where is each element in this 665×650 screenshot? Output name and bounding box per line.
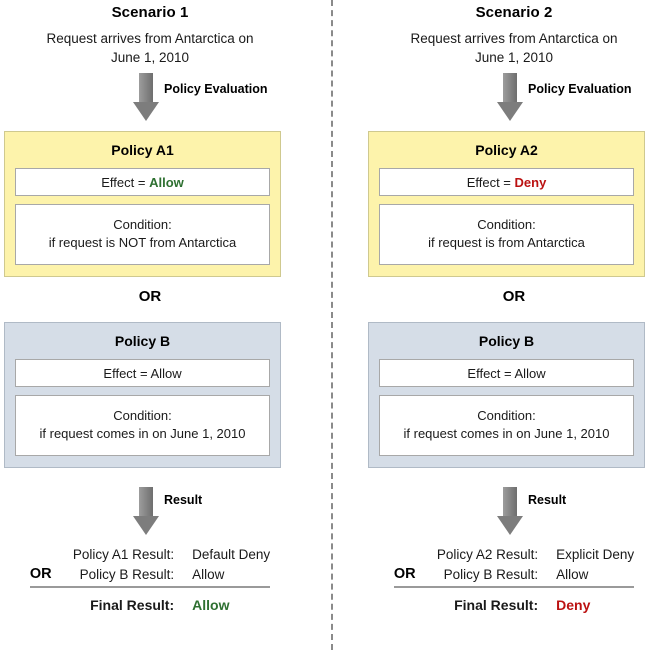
rule-cell-3 (192, 584, 271, 588)
policy-b-effect-prefix: Effect = (103, 366, 151, 381)
or-connector-label: OR (138, 288, 162, 305)
policy-a-condition-line-1: Condition: (113, 217, 172, 232)
policy-a-condition-line-2: if request is from Antarctica (428, 235, 585, 250)
results-divider-rule (29, 584, 271, 588)
result-arrow-label: Result (528, 493, 567, 507)
table-row: OR Policy B Result: Allow (394, 564, 634, 584)
policy-b-condition-line-1: Condition: (113, 408, 172, 423)
results-table: Policy A1 Result: Default Deny OR Policy… (29, 545, 271, 615)
result-arrow-icon (133, 487, 159, 535)
table-row: OR Policy B Result: Allow (30, 564, 270, 584)
request-line-2: June 1, 2010 (474, 50, 554, 65)
policy-a-title: Policy A1 (111, 142, 174, 158)
result-row-1-label: Policy B Result: (443, 566, 539, 582)
policy-b-condition-line-2: if request comes in on June 1, 2010 (39, 426, 246, 441)
rule-cell-1 (393, 584, 437, 588)
policy-b-effect-field: Effect = Allow (15, 359, 270, 387)
policy-b-effect-prefix: Effect = (467, 366, 515, 381)
request-line-2: June 1, 2010 (110, 50, 190, 65)
policy-a-condition-line-2: if request is NOT from Antarctica (48, 235, 237, 250)
rule-cell-3 (556, 584, 635, 588)
policy-a-box: Policy A2 Effect = Deny Condition: if re… (368, 131, 645, 277)
rule-cell-2 (72, 584, 193, 588)
policy-evaluation-arrow-label: Policy Evaluation (528, 82, 632, 96)
policy-b-title: Policy B (114, 333, 171, 349)
results-or-label: OR (393, 566, 416, 582)
final-result-row: Final Result: Allow (30, 587, 270, 615)
final-or-spacer (394, 587, 437, 615)
policy-a-effect-prefix: Effect = (101, 175, 150, 190)
final-or-spacer (30, 587, 73, 615)
results-table: Policy A2 Result: Explicit Deny OR Polic… (393, 545, 635, 615)
final-result-row: Final Result: Deny (394, 587, 634, 615)
policy-b-title: Policy B (478, 333, 535, 349)
result-row-0-value: Explicit Deny (556, 547, 635, 562)
scenario-title: Scenario 2 (475, 4, 553, 21)
policy-a-box: Policy A1 Effect = Allow Condition: if r… (4, 131, 281, 277)
policy-b-condition-line-1: Condition: (477, 408, 536, 423)
scenario-request-text: Request arrives from Antarctica on June … (0, 29, 300, 67)
results-divider-rule (393, 584, 635, 588)
policy-evaluation-arrow-label: Policy Evaluation (164, 82, 268, 96)
final-result-value: Deny (556, 597, 591, 613)
results-summary: Policy A2 Result: Explicit Deny OR Polic… (364, 545, 664, 615)
scenario-title: Scenario 1 (111, 4, 189, 21)
results-or-spacer (394, 545, 437, 564)
rule-cell-1 (29, 584, 73, 588)
scenario-column-2: Scenario 2 Request arrives from Antarcti… (364, 0, 664, 650)
result-row-0-label: Policy A1 Result: (72, 547, 175, 562)
final-result-label: Final Result: (90, 597, 175, 613)
policy-b-condition-line-2: if request comes in on June 1, 2010 (403, 426, 610, 441)
result-row-0-label: Policy A2 Result: (436, 547, 539, 562)
policy-evaluation-arrow-icon (497, 73, 523, 121)
result-arrow-icon (497, 487, 523, 535)
result-row-1-label: Policy B Result: (79, 566, 175, 582)
policy-b-effect-field: Effect = Allow (379, 359, 634, 387)
scenario-divider (331, 0, 333, 650)
table-row: Policy A1 Result: Default Deny (30, 545, 270, 564)
scenario-request-text: Request arrives from Antarctica on June … (364, 29, 664, 67)
result-row-1-value: Allow (192, 566, 225, 582)
final-result-label: Final Result: (454, 597, 539, 613)
rule-cell-2 (436, 584, 557, 588)
results-summary: Policy A1 Result: Default Deny OR Policy… (0, 545, 300, 615)
policy-a-condition-field: Condition: if request is NOT from Antarc… (15, 204, 270, 265)
request-line-1: Request arrives from Antarctica on (46, 31, 254, 46)
policy-a-effect-prefix: Effect = (466, 175, 515, 190)
policy-b-effect-value: Allow (514, 366, 546, 381)
policy-a-effect-field: Effect = Deny (379, 168, 634, 196)
policy-a-condition-field: Condition: if request is from Antarctica (379, 204, 634, 265)
policy-a-effect-value: Allow (149, 175, 184, 190)
result-row-0-value: Default Deny (192, 547, 271, 562)
policy-a-condition-line-1: Condition: (477, 217, 536, 232)
policy-b-box: Policy B Effect = Allow Condition: if re… (368, 322, 645, 468)
result-arrow-label: Result (164, 493, 203, 507)
policy-evaluation-arrow-icon (133, 73, 159, 121)
policy-a-effect-field: Effect = Allow (15, 168, 270, 196)
results-or-label: OR (29, 566, 52, 582)
final-result-value: Allow (192, 597, 230, 613)
result-row-1-value: Allow (556, 566, 589, 582)
policy-a-title: Policy A2 (475, 142, 538, 158)
policy-b-box: Policy B Effect = Allow Condition: if re… (4, 322, 281, 468)
policy-b-condition-field: Condition: if request comes in on June 1… (15, 395, 270, 456)
table-row: Policy A2 Result: Explicit Deny (394, 545, 634, 564)
policy-a-effect-value: Deny (514, 175, 547, 190)
scenario-column-1: Scenario 1 Request arrives from Antarcti… (0, 0, 300, 650)
or-connector-label: OR (502, 288, 526, 305)
results-or-spacer (30, 545, 73, 564)
policy-b-condition-field: Condition: if request comes in on June 1… (379, 395, 634, 456)
policy-b-effect-value: Allow (150, 366, 182, 381)
request-line-1: Request arrives from Antarctica on (410, 31, 618, 46)
